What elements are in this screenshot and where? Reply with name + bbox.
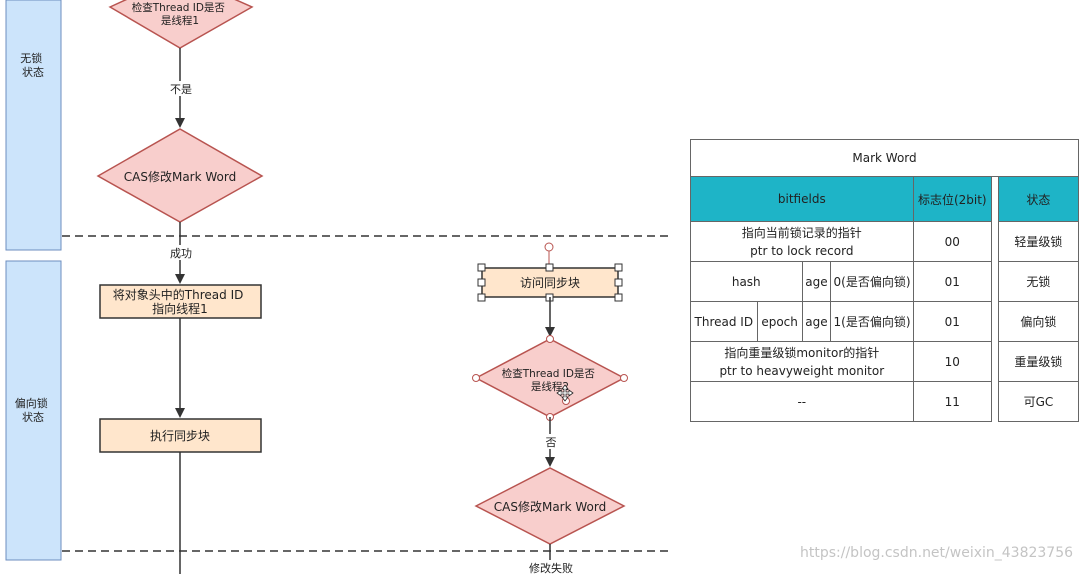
process-set-thread-id[interactable] xyxy=(99,284,262,319)
header-bitfields: bitfields xyxy=(690,176,914,222)
table-row-heavyweight: 指向重量级锁monitor的指针 ptr to heavyweight moni… xyxy=(690,341,1079,382)
decision-check-thread1-label: 检查Thread ID是否 是线程1 xyxy=(132,1,229,27)
lane-biased-lock-line2: 状态 xyxy=(22,410,44,424)
watermark: https://blog.csdn.net/weixin_43823756 xyxy=(800,545,1074,561)
cell-state-gc: 可GC xyxy=(997,381,1079,422)
process-access-sync-label: 访问同步块 xyxy=(520,276,580,290)
edge-label-no: 否 xyxy=(546,436,557,449)
cell-biased-0: 0(是否偏向锁) xyxy=(830,261,914,302)
edge-label-not-bg xyxy=(168,81,194,96)
cell-monitor-ptr-cn: 指向重量级锁monitor的指针 xyxy=(724,345,880,360)
connection-point-left[interactable] xyxy=(472,374,480,382)
selection-handle-nw[interactable] xyxy=(477,263,486,272)
rotate-handle[interactable] xyxy=(544,242,554,252)
decision-cas-modify-left[interactable] xyxy=(96,128,264,223)
header-gap xyxy=(990,176,999,222)
edge-label-no-bg xyxy=(542,434,558,449)
connection-point-right[interactable] xyxy=(620,374,628,382)
lane-biased-lock-line1: 偏向锁 xyxy=(15,396,48,410)
cell-state-lock-free: 无锁 xyxy=(997,261,1079,302)
cell-hash: hash xyxy=(690,261,803,302)
decision-cas-modify-right-label: CAS修改Mark Word xyxy=(494,499,606,514)
table-row-gc: -- 11 可GC xyxy=(690,381,1079,422)
cell-empty-dash: -- xyxy=(690,381,914,422)
selection-handle-n[interactable] xyxy=(545,263,554,272)
cell-flag-00: 00 xyxy=(912,221,992,262)
cell-flag-01-b: 01 xyxy=(912,301,992,342)
process-exec-sync-label: 执行同步块 xyxy=(150,429,210,443)
cell-epoch: epoch xyxy=(756,301,803,342)
cell-gap xyxy=(990,301,999,342)
cell-lock-record-ptr: 指向当前锁记录的指针 ptr to lock record xyxy=(690,221,914,262)
lane-biased-lock-label: 偏向锁 状态 xyxy=(15,396,52,424)
process-set-thread-id-label: 将对象头中的Thread ID 指向线程1 xyxy=(113,287,247,316)
cell-state-heavyweight: 重量级锁 xyxy=(997,341,1079,382)
mark-word-title: Mark Word xyxy=(690,139,1079,177)
connection-point-top[interactable] xyxy=(546,335,554,343)
cell-state-lightweight: 轻量级锁 xyxy=(997,221,1079,262)
cell-monitor-ptr: 指向重量级锁monitor的指针 ptr to heavyweight moni… xyxy=(690,341,914,382)
edge-label-fail: 修改失败 xyxy=(529,561,573,574)
cell-gap xyxy=(990,341,999,382)
cell-biased-1: 1(是否偏向锁) xyxy=(830,301,914,342)
cell-lock-record-ptr-cn: 指向当前锁记录的指针 xyxy=(741,225,862,240)
lane-lock-free-line1: 无锁 xyxy=(20,51,42,65)
decision-check-thread1[interactable] xyxy=(108,0,254,49)
edge-label-success-bg xyxy=(166,245,194,260)
decision-check-thread2-label: 检查Thread ID是否 是线程2 xyxy=(502,367,599,393)
lane-biased-lock xyxy=(5,260,62,561)
edge-label-fail-bg xyxy=(525,560,577,574)
lane-lock-free xyxy=(5,0,62,251)
cell-age: age xyxy=(801,301,832,342)
cell-thread-id: Thread ID xyxy=(690,301,758,342)
selection-handle-e[interactable] xyxy=(614,278,623,287)
decision-cas-modify-left-label: CAS修改Mark Word xyxy=(124,169,236,184)
edge-label-not: 不是 xyxy=(170,83,192,96)
selection-handle-se[interactable] xyxy=(614,293,623,302)
selection-handle-ne[interactable] xyxy=(614,263,623,272)
decision-cas-modify-right[interactable] xyxy=(474,467,626,545)
cell-flag-01-a: 01 xyxy=(912,261,992,302)
cell-monitor-ptr-en: ptr to heavyweight monitor xyxy=(719,363,885,378)
table-row-biased: Thread ID epoch age 1(是否偏向锁) 01 偏向锁 xyxy=(690,301,1079,342)
header-flag: 标志位(2bit) xyxy=(912,176,992,222)
mark-word-table: Mark Word bitfields 标志位(2bit) 状态 指向当前锁记录… xyxy=(690,139,1079,422)
lane-lock-free-line2: 状态 xyxy=(22,65,44,79)
cell-gap xyxy=(990,261,999,302)
header-state: 状态 xyxy=(997,176,1079,222)
move-cursor-icon xyxy=(556,384,574,402)
table-row-lightweight: 指向当前锁记录的指针 ptr to lock record 00 轻量级锁 xyxy=(690,221,1079,262)
selection-handle-w[interactable] xyxy=(477,278,486,287)
selection-handle-sw[interactable] xyxy=(477,293,486,302)
cell-gap xyxy=(990,221,999,262)
cell-gap xyxy=(990,381,999,422)
cell-flag-10: 10 xyxy=(912,341,992,382)
cell-age: age xyxy=(801,261,832,302)
edge-label-success: 成功 xyxy=(170,247,192,260)
table-row-lock-free: hash age 0(是否偏向锁) 01 无锁 xyxy=(690,261,1079,302)
cell-state-biased: 偏向锁 xyxy=(997,301,1079,342)
lane-lock-free-label: 无锁 状态 xyxy=(20,51,46,79)
cell-flag-11: 11 xyxy=(912,381,992,422)
cell-lock-record-ptr-en: ptr to lock record xyxy=(750,243,854,258)
